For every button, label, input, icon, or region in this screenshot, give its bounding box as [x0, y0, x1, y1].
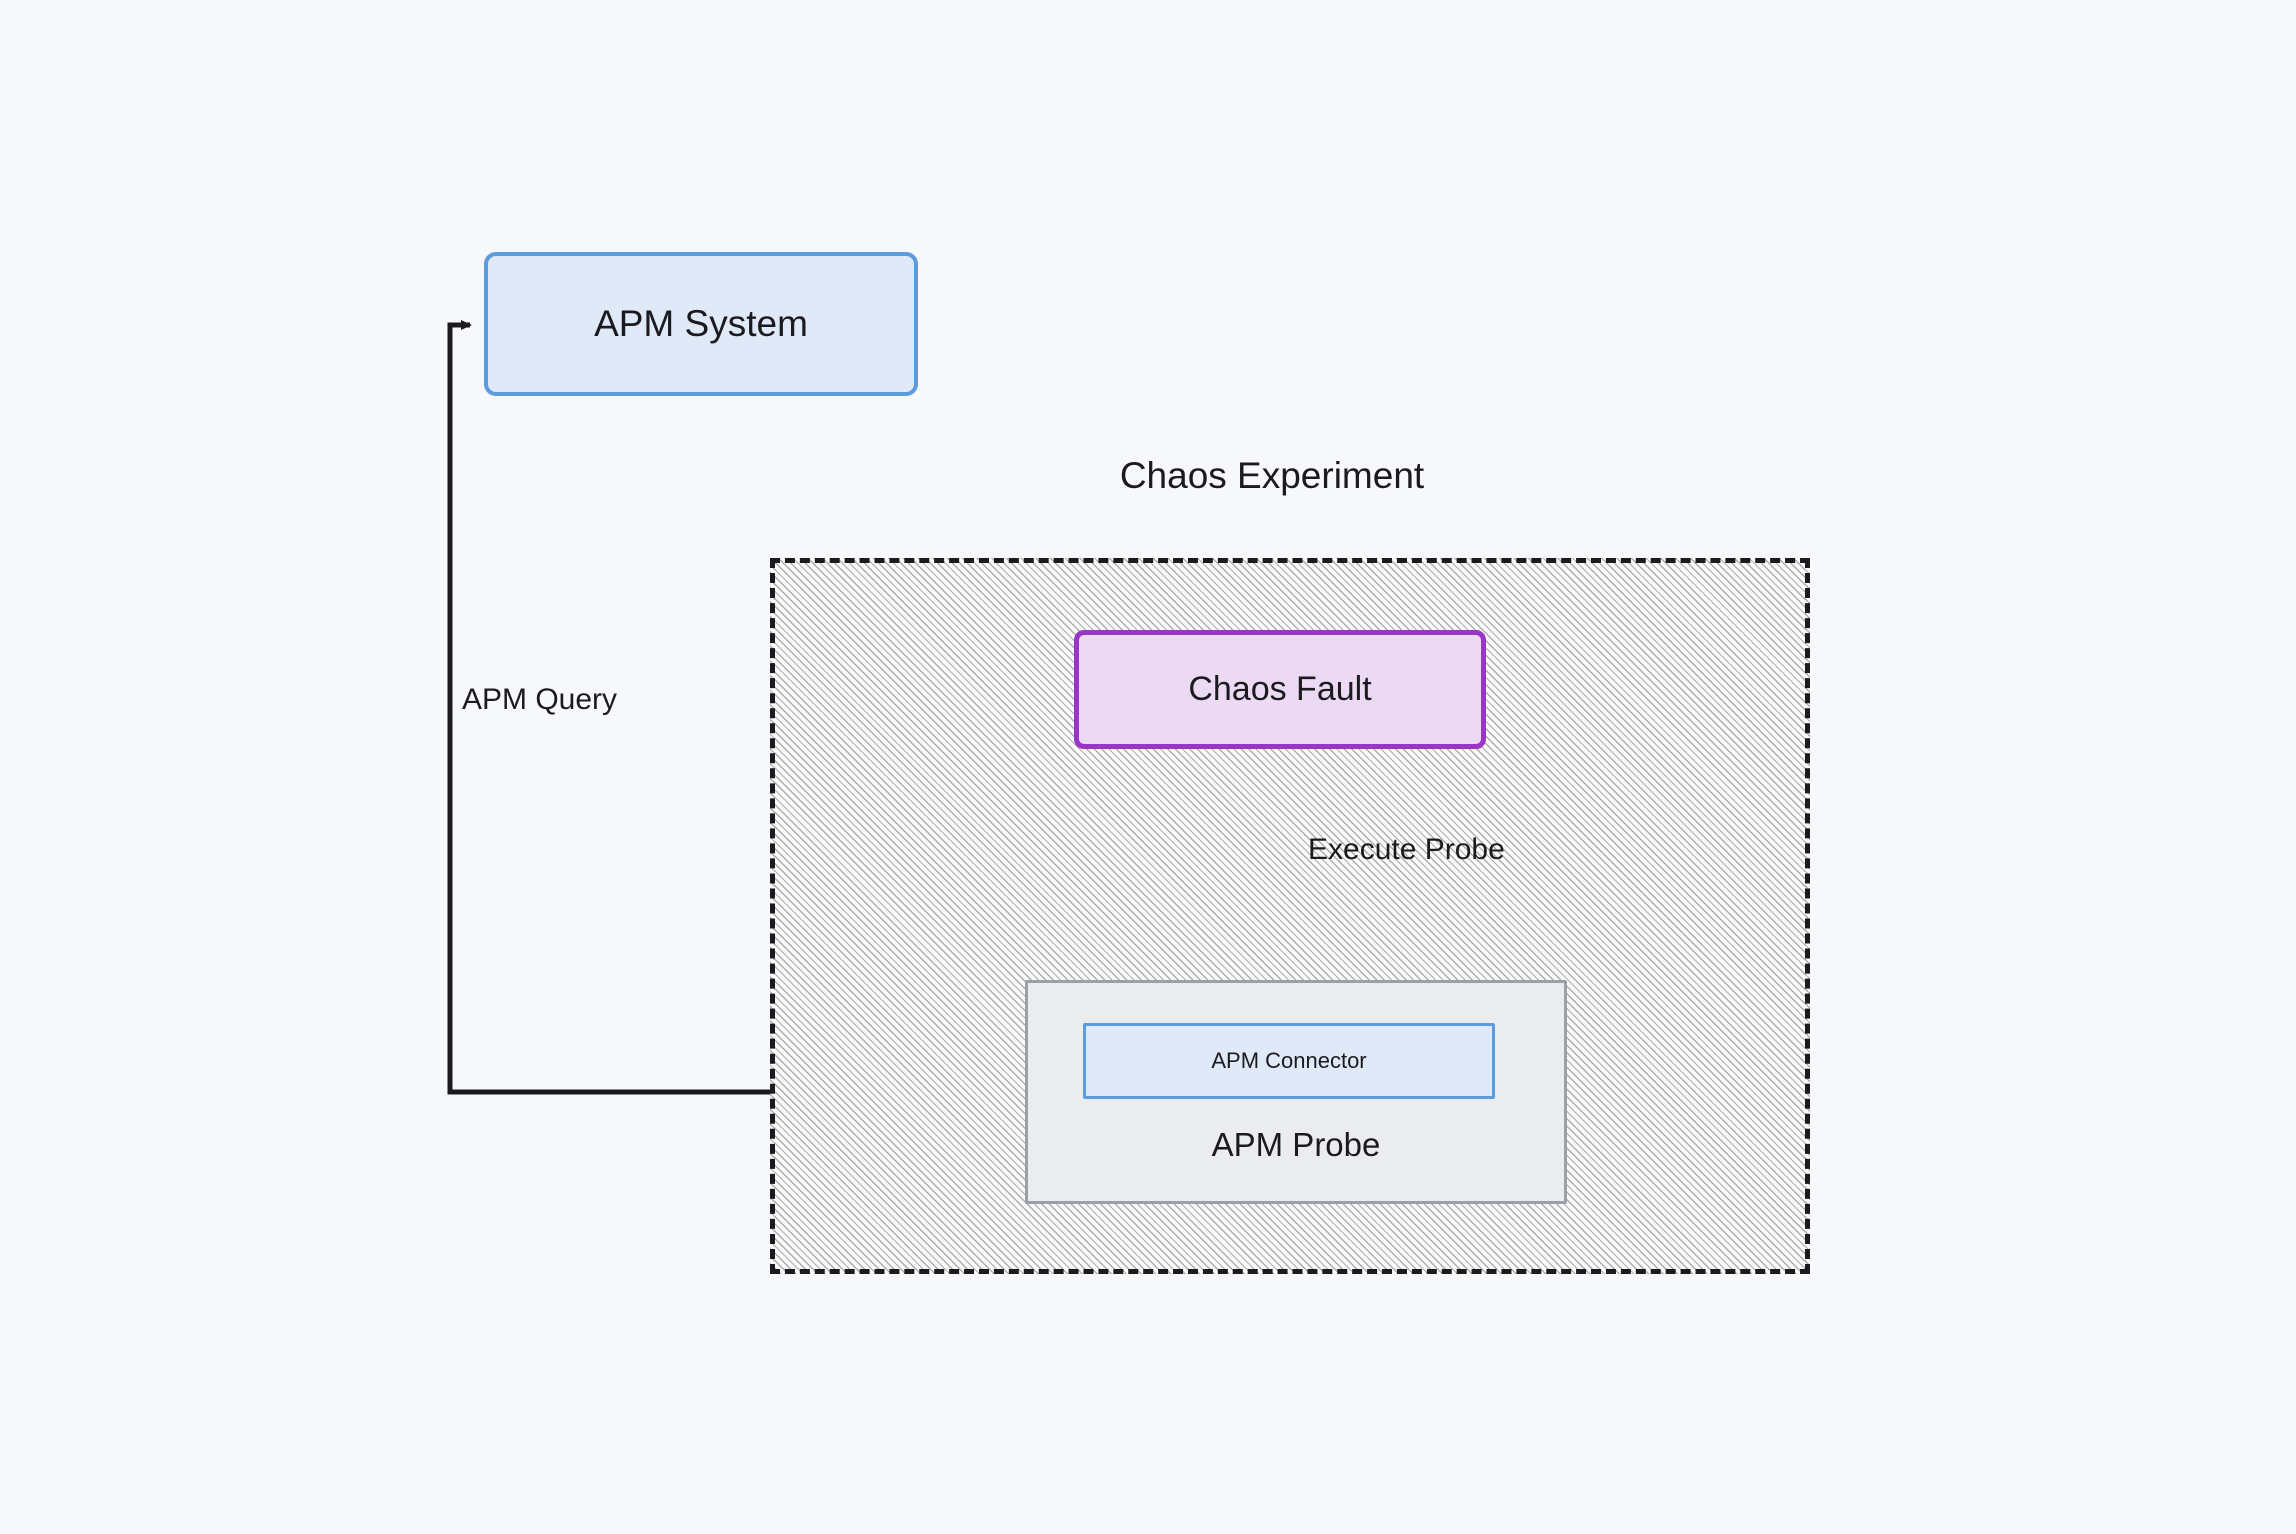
node-apm-connector-label: APM Connector [1211, 1047, 1367, 1073]
edge-label-execute-probe: Execute Probe [1308, 833, 1505, 866]
node-chaos-fault[interactable]: Chaos Fault [1074, 630, 1486, 749]
node-apm-system[interactable]: APM System [484, 252, 918, 396]
chaos-experiment-title: Chaos Experiment [1119, 455, 1425, 496]
node-apm-probe[interactable]: APM Connector APM Probe [1025, 980, 1567, 1204]
node-apm-probe-label: APM Probe [1211, 1126, 1381, 1164]
node-apm-system-label: APM System [594, 302, 808, 344]
node-apm-connector[interactable]: APM Connector [1083, 1023, 1495, 1099]
edge-label-apm-query: APM Query [462, 683, 618, 716]
node-chaos-fault-label: Chaos Fault [1188, 670, 1372, 709]
